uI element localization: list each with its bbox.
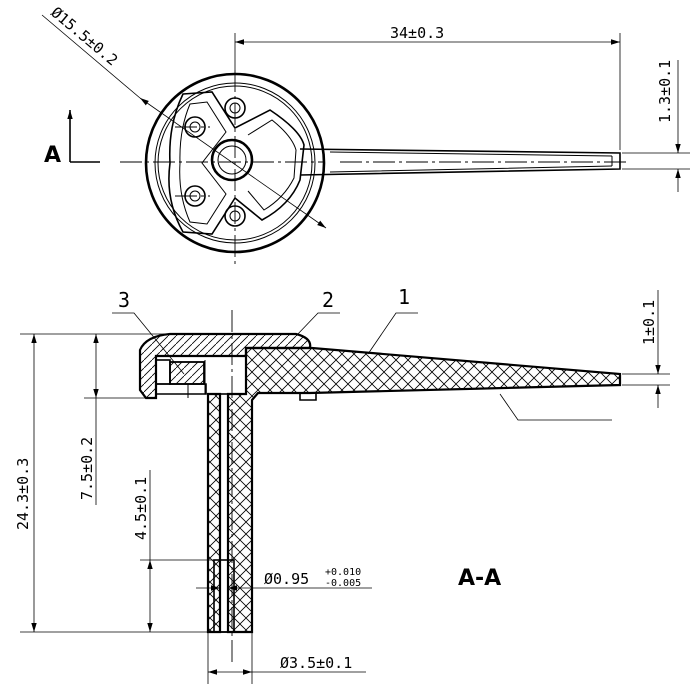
shaft-diameter-text: Ø3.5±0.1 [280,654,352,672]
insert-part-3 [169,361,205,385]
section-mark-letter: A [44,143,61,168]
bore-tolerance-upper: +0.010 [325,567,361,578]
overall-height-dimension: 24.3±0.3 [14,333,208,633]
bore-tolerance-lower: -0.005 [325,578,361,589]
shaft-diameter-dimension: Ø3.5±0.1 [207,632,366,684]
svg-text:1: 1 [398,285,410,309]
leader-line [499,393,612,421]
svg-text:3: 3 [118,288,130,312]
handle-arm-section [226,346,622,634]
handle-arm-outline [299,148,621,176]
length-dim-text: 34±0.3 [390,24,444,42]
callout-1: 1 [367,285,418,355]
bore-diameter-text: Ø0.95 [264,570,309,588]
cap-height-text: 7.5±0.2 [78,437,96,500]
insert-height-dimension: 4.5±0.1 [132,470,214,632]
callout-2: 2 [295,288,340,337]
tip-thickness-dimension: 1.3±0.1 [622,60,690,192]
section-tip-thickness-text: 1±0.1 [640,300,658,345]
insert-height-text: 4.5±0.1 [132,477,150,540]
overall-height-text: 24.3±0.3 [14,458,32,530]
tip-thickness-dim-text: 1.3±0.1 [656,60,674,123]
section-view: 3 2 1 24.3±0.3 7.5±0.2 [14,285,670,684]
callout-3: 3 [112,288,185,375]
cap-height-dimension: 7.5±0.2 [78,334,146,505]
bore-diameter-dimension: Ø0.95 +0.010 -0.005 [196,567,372,591]
section-label: A-A [458,566,501,591]
diameter-dim-text: Ø15.5±0.2 [47,3,121,69]
svg-text:2: 2 [322,288,334,312]
section-tip-thickness-dimension: 1±0.1 [622,290,670,408]
top-view: A Ø15.5±0.2 34±0.3 1.3±0.1 [41,3,690,265]
length-dimension: 34±0.3 [234,24,621,150]
section-mark-a: A [44,110,100,168]
